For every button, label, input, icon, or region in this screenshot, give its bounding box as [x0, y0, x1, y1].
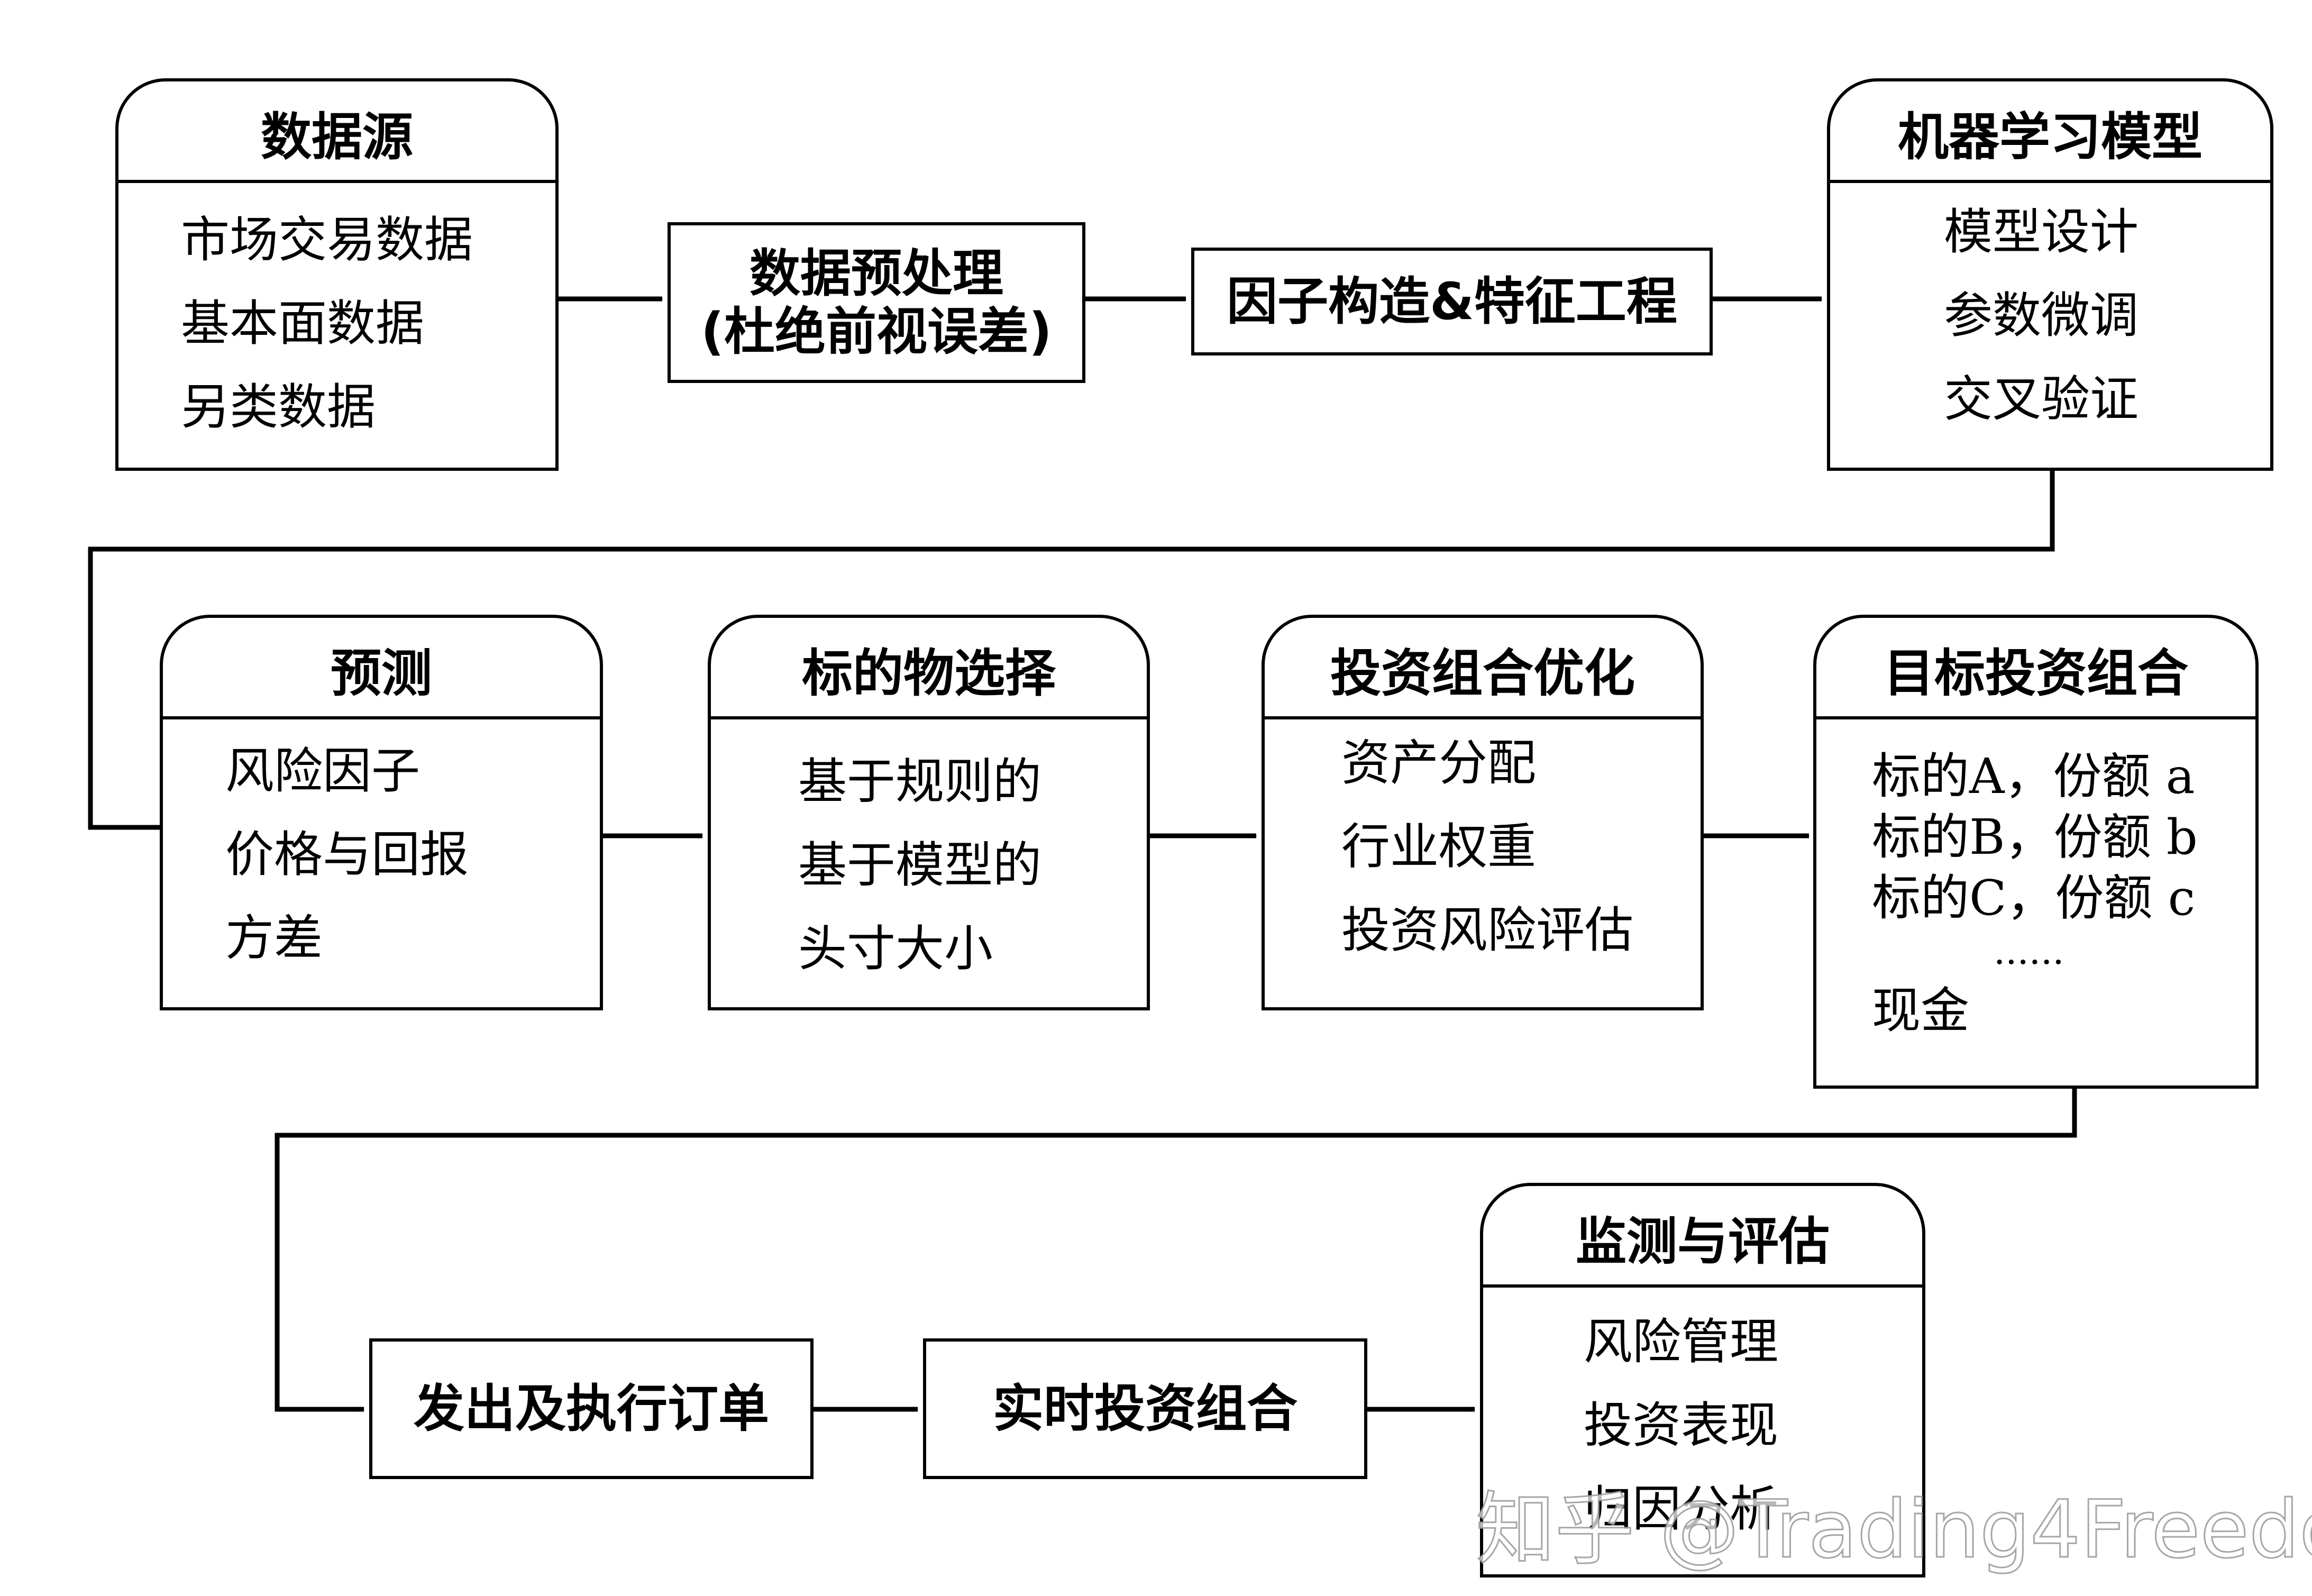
list-item: 风险因子: [225, 743, 421, 799]
list-item: 标的B，份额 b: [1872, 809, 2198, 865]
node-title: 机器学习模型: [1827, 78, 2273, 183]
list-item: 投资风险评估: [1341, 901, 1634, 959]
list-item: 投资表现: [1584, 1397, 1779, 1454]
list-item: 模型设计: [1944, 204, 2139, 260]
node-body: 风险管理 投资表现 归因分析: [1480, 1284, 1925, 1577]
node-realtime: 实时投资组合: [923, 1338, 1367, 1479]
item-list: 资产分配 行业权重 投资风险评估: [1341, 735, 1633, 958]
node-title: 发出及执行订单: [414, 1379, 769, 1438]
arrow-model-to-predict: [88, 470, 2055, 830]
arrow-target-to-execute: [275, 1087, 2077, 1412]
node-title: 标的物选择: [708, 615, 1150, 719]
item-list: 风险管理 投资表现 归因分析: [1584, 1314, 1778, 1537]
list-item: 现金: [1872, 982, 1970, 1039]
item-list: 市场交易数据 基本面数据 另类数据: [181, 212, 473, 435]
list-item: 基于规则的: [798, 753, 1042, 810]
node-title: 预测: [160, 615, 603, 719]
list-item: 市场交易数据: [181, 212, 473, 268]
node-title: 投资组合优化: [1262, 615, 1704, 719]
node-body: 标的A，份额 a 标的B，份额 b 标的C，份额 c ...... 现金: [1813, 716, 2259, 1089]
item-list: 模型设计 参数微调 交叉验证: [1944, 204, 2139, 427]
node-body: 模型设计 参数微调 交叉验证: [1827, 180, 2273, 471]
list-item: 基本面数据: [181, 295, 425, 352]
node-title: 目标投资组合: [1813, 615, 2259, 719]
list-item: 风险管理: [1584, 1314, 1779, 1370]
node-body: 资产分配 行业权重 投资风险评估: [1262, 716, 1704, 1010]
list-item: 标的C，份额 c: [1872, 870, 2196, 926]
node-factor: 因子构造&特征工程: [1191, 248, 1713, 355]
list-item: 归因分析: [1584, 1480, 1779, 1537]
list-item: 另类数据: [181, 378, 376, 435]
node-subtitle: (杜绝前视误差): [701, 302, 1052, 361]
node-preprocess: 数据预处理 (杜绝前视误差): [668, 222, 1085, 383]
list-item: 方差: [225, 909, 323, 966]
list-item: 头寸大小: [798, 920, 993, 977]
watermark: 知乎 @Trading4Freedom: [1475, 1483, 2312, 1577]
item-list: 风险因子 价格与回报 方差: [225, 743, 469, 966]
node-title: 数据预处理: [750, 243, 1003, 303]
item-list: 标的A，份额 a 标的B，份额 b 标的C，份额 c ...... 现金: [1872, 746, 2198, 1041]
list-item: 交叉验证: [1944, 370, 2139, 427]
list-item: 标的A，份额 a: [1872, 748, 2195, 805]
node-body: 市场交易数据 基本面数据 另类数据: [115, 180, 559, 471]
list-item: 行业权重: [1341, 818, 1537, 875]
node-title: 数据源: [115, 78, 559, 183]
node-body: 基于规则的 基于模型的 头寸大小: [708, 716, 1150, 1010]
node-title: 监测与评估: [1480, 1183, 1925, 1288]
node-execute: 发出及执行订单: [369, 1338, 814, 1479]
list-item: 参数微调: [1944, 287, 2139, 344]
list-item: 价格与回报: [225, 826, 469, 883]
list-item: ......: [1994, 929, 2064, 973]
node-title: 实时投资组合: [993, 1379, 1297, 1438]
node-title: 因子构造&特征工程: [1227, 271, 1677, 331]
node-body: 风险因子 价格与回报 方差: [160, 716, 603, 1010]
list-item: 资产分配: [1341, 735, 1537, 791]
list-item: 基于模型的: [798, 836, 1042, 893]
item-list: 基于规则的 基于模型的 头寸大小: [798, 754, 1041, 977]
